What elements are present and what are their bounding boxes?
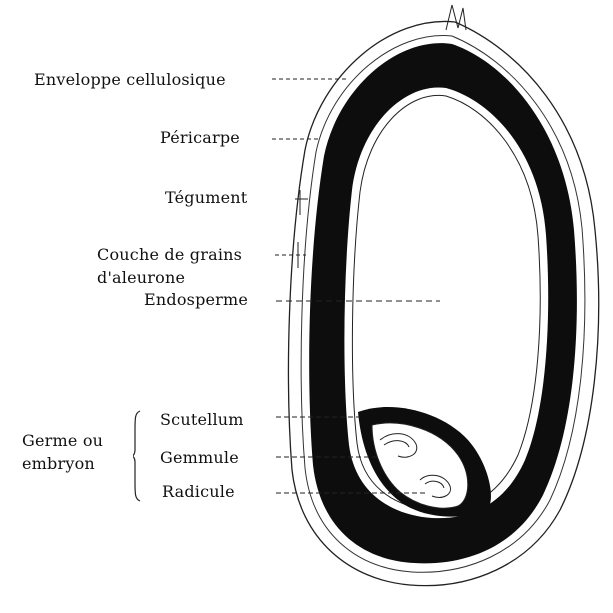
gemmule-shape-2 bbox=[383, 440, 410, 448]
grain-tip-hairs bbox=[445, 4, 467, 31]
aleurone-band bbox=[309, 43, 577, 564]
radicule-shape-2 bbox=[424, 480, 445, 489]
label-scutellum: Scutellum bbox=[160, 410, 244, 429]
label-endosperme: Endosperme bbox=[144, 290, 249, 309]
pericarp-ring bbox=[300, 35, 586, 573]
label-germe-line2: embryon bbox=[22, 454, 95, 473]
label-enveloppe: Enveloppe cellulosique bbox=[34, 70, 226, 89]
label-tegument: Tégument bbox=[165, 188, 248, 207]
label-radicule: Radicule bbox=[162, 482, 235, 501]
germe-brace bbox=[133, 410, 141, 502]
outer-envelope-shape bbox=[287, 20, 600, 587]
label-germe-line1: Germe ou bbox=[22, 431, 104, 450]
label-couche-line2: d'aleurone bbox=[97, 268, 186, 287]
radicule-shape bbox=[419, 474, 451, 498]
label-couche-line1: Couche de grains bbox=[97, 245, 243, 264]
label-pericarpe: Péricarpe bbox=[160, 128, 240, 147]
label-gemmule: Gemmule bbox=[160, 448, 239, 467]
gemmule-shape bbox=[379, 433, 418, 458]
